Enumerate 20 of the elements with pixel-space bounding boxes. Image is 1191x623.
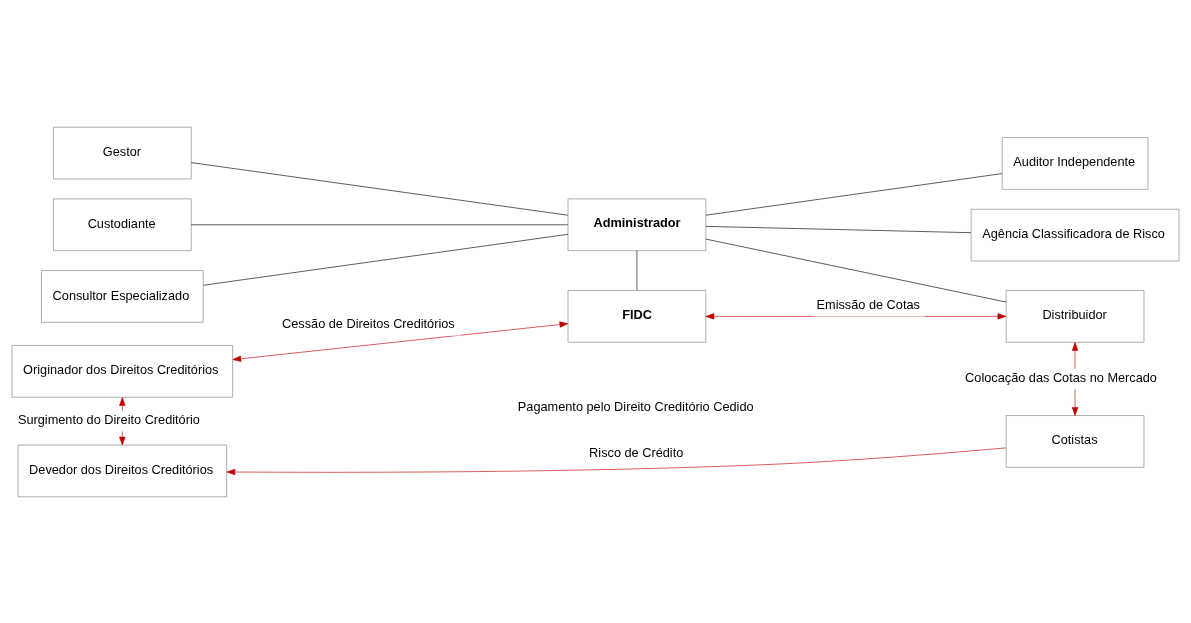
node-box: Administrador <box>567 198 707 251</box>
edge-label: Risco de Crédito <box>589 444 684 460</box>
node-box: Cotistas <box>1005 414 1145 468</box>
edge-label: Emissão de Cotas <box>816 296 920 312</box>
edge-label: Surgimento do Direito Creditório <box>17 411 200 427</box>
arrow <box>226 447 1007 475</box>
node-box: Consultor Especializado <box>41 269 204 323</box>
arrow <box>232 320 569 362</box>
node-box: Devedor dos Direitos Creditórios <box>17 444 228 497</box>
arrow <box>705 312 1007 319</box>
node-box: Custodiante <box>53 198 192 251</box>
edge-label: Colocação das Cotas no Mercado <box>965 369 1157 385</box>
node-box: Originador dos Direitos Creditórios <box>11 344 234 398</box>
node-box: Agência Classificadora de Risco <box>970 208 1180 261</box>
label: Pagamento pelo Direito Creditório Cedido <box>517 398 754 414</box>
node-box: Gestor <box>53 126 192 179</box>
node-box: Auditor Independente <box>1001 136 1149 190</box>
node-box: Distribuidor <box>1005 289 1145 343</box>
edge-label: Cessão de Direitos Creditórios <box>282 315 455 331</box>
node-box: FIDC <box>567 289 707 343</box>
